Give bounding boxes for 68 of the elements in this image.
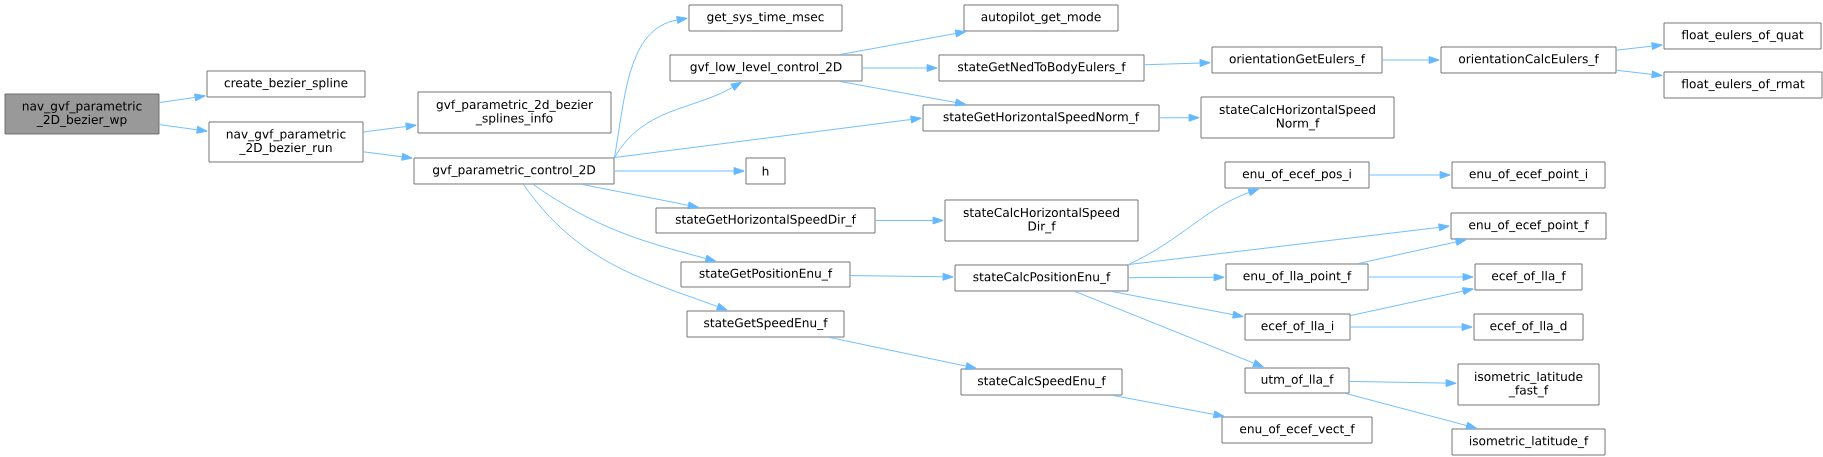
function-box: enu_of_ecef_point_f <box>1450 212 1607 240</box>
function-box: ecef_of_lla_i <box>1244 313 1351 341</box>
function-box: utm_of_lla_f <box>1244 367 1350 394</box>
call-arrow <box>1144 59 1211 67</box>
call-arrow <box>1382 56 1440 64</box>
call-arrow <box>1345 393 1477 430</box>
function-box: stateGetSpeedEnu_f <box>686 310 845 338</box>
call-arrow <box>614 167 745 175</box>
function-box: nav_gvf_parametric _2D_bezier_wp <box>4 93 160 135</box>
function-box: float_eulers_of_quat <box>1663 22 1822 50</box>
call-arrow <box>1350 287 1474 316</box>
function-box: get_sys_time_msec <box>688 4 843 32</box>
function-box: enu_of_ecef_pos_i <box>1224 161 1370 189</box>
call-arrow <box>1128 188 1260 265</box>
call-arrow <box>1111 291 1244 319</box>
function-box: stateGetPositionEnu_f <box>680 261 851 288</box>
call-arrow <box>1616 42 1663 51</box>
function-box: enu_of_ecef_vect_f <box>1221 416 1373 444</box>
function-box: stateGetHorizontalSpeedNorm_f <box>922 104 1160 132</box>
call-arrow <box>581 184 699 210</box>
call-arrow <box>159 124 208 134</box>
function-box: isometric_latitude_f <box>1451 428 1606 456</box>
call-arrow <box>614 81 742 158</box>
call-arrow <box>1349 379 1457 387</box>
function-box: enu_of_ecef_point_i <box>1451 161 1606 189</box>
call-arrow <box>1616 69 1663 79</box>
function-box: create_bezier_spline <box>206 70 366 98</box>
call-arrow <box>1074 291 1264 368</box>
function-box: ecef_of_lla_d <box>1473 313 1584 341</box>
call-arrow <box>875 216 944 225</box>
call-arrow <box>532 184 717 263</box>
call-arrow <box>1128 223 1450 265</box>
call-arrow <box>839 81 967 107</box>
call-arrow <box>1369 171 1451 179</box>
call-arrow <box>1159 113 1200 122</box>
function-box: gvf_low_level_control_2D <box>669 54 863 82</box>
call-arrow <box>1128 273 1225 282</box>
call-arrow <box>363 122 417 133</box>
call-arrow <box>1350 323 1473 331</box>
function-box: gvf_parametric_2d_bezier _splines_info <box>417 91 612 134</box>
function-box: float_eulers_of_rmat <box>1663 71 1823 99</box>
function-box: h <box>745 157 786 185</box>
call-arrow <box>1112 395 1225 419</box>
call-arrow <box>614 115 922 158</box>
function-box: stateGetNedToBodyEulers_f <box>938 54 1145 82</box>
function-box: stateGetHorizontalSpeedDir_f <box>655 207 876 234</box>
call-arrow <box>829 337 977 371</box>
call-arrow <box>159 93 206 104</box>
function-box: stateCalcSpeedEnu_f <box>960 368 1123 396</box>
call-arrow <box>862 64 938 72</box>
call-arrow <box>1357 238 1467 264</box>
function-box: enu_of_lla_point_f <box>1225 263 1369 291</box>
function-box: stateCalcHorizontalSpeed Norm_f <box>1200 96 1395 139</box>
function-box: nav_gvf_parametric _2D_bezier_run <box>208 121 364 163</box>
call-arrow <box>614 16 688 158</box>
function-box: orientationGetEulers_f <box>1211 46 1383 74</box>
function-box: gvf_parametric_control_2D <box>413 157 615 185</box>
function-box: isometric_latitude _fast_f <box>1457 363 1600 406</box>
function-box: orientationCalcEulers_f <box>1440 46 1617 74</box>
call-arrow <box>839 29 967 55</box>
function-box: stateCalcHorizontalSpeed Dir_f <box>944 199 1139 242</box>
call-arrow <box>1368 273 1474 281</box>
call-arrow <box>522 184 728 311</box>
call-arrow <box>850 272 954 281</box>
function-box: autopilot_get_mode <box>963 4 1119 32</box>
function-box: ecef_of_lla_f <box>1474 263 1583 291</box>
function-box: stateCalcPositionEnu_f <box>954 264 1129 292</box>
call-arrow <box>363 151 413 161</box>
